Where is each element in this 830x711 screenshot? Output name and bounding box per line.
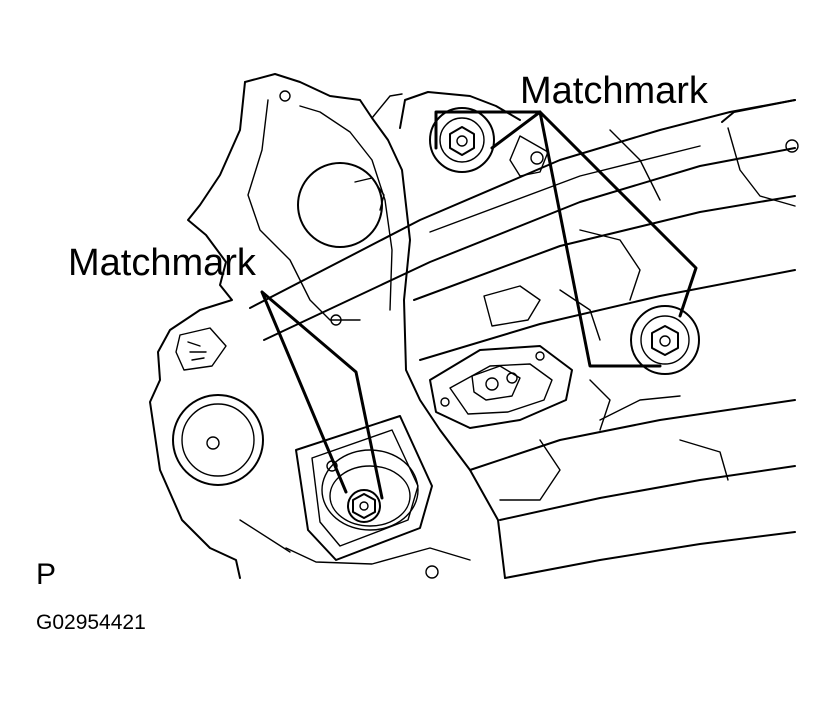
drawing-outline: [149, 73, 799, 579]
figure-code: G02954421: [36, 611, 146, 634]
matchmark-label-top: Matchmark: [520, 70, 708, 112]
matchmark-label-left: Matchmark: [68, 242, 256, 284]
leader-lines: [260, 110, 698, 500]
leader-left-matchmark: [260, 290, 384, 500]
view-letter: P: [36, 558, 57, 591]
leader-top-matchmark: [434, 110, 698, 368]
